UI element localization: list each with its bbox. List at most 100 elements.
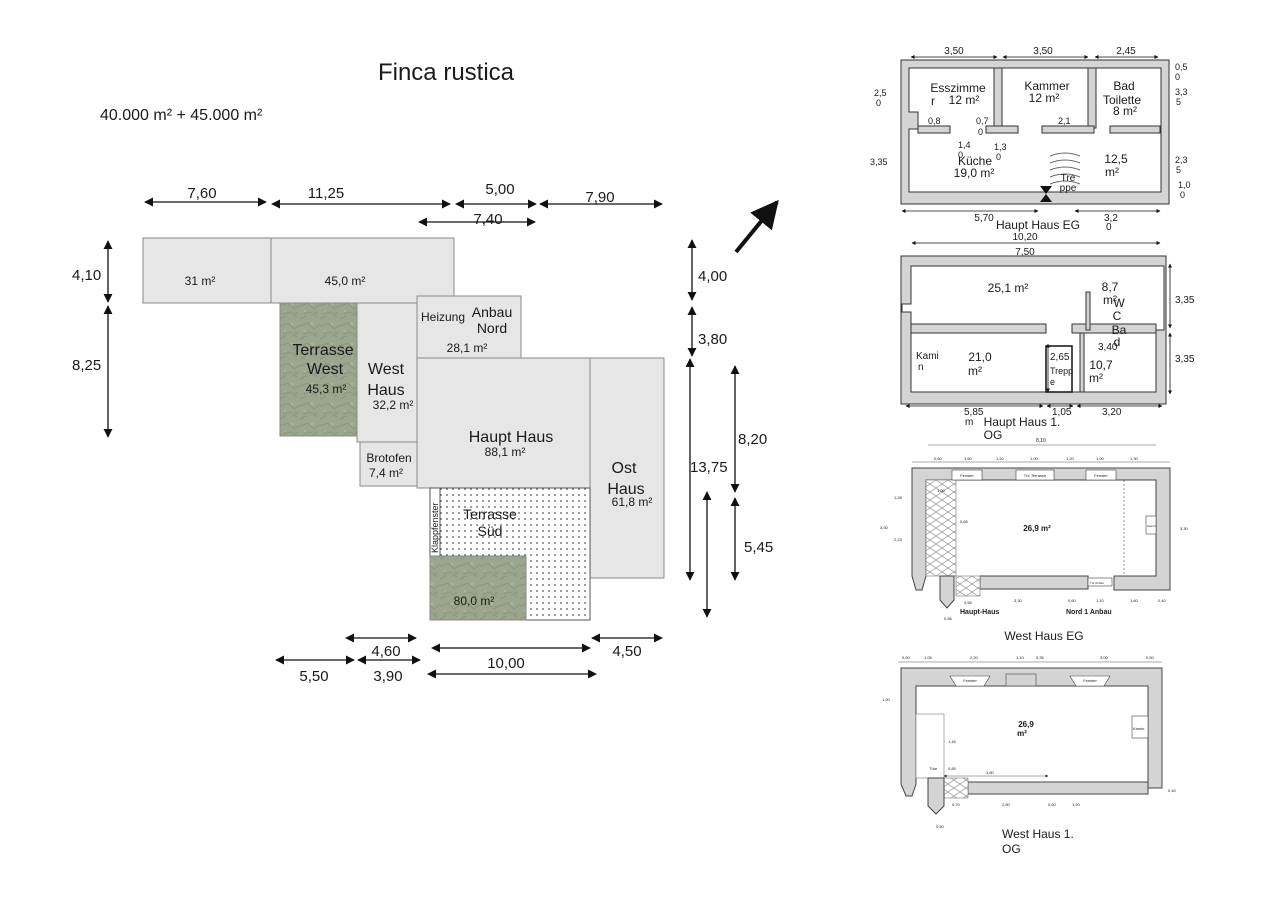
west-og-label-tuere: Türe <box>929 766 938 771</box>
label-terrasse-sued-1: Terrasse <box>463 506 517 522</box>
og-dim-320: 3,20 <box>1102 407 1122 418</box>
west-og-area-2: m² <box>1017 729 1027 738</box>
og-room-107-2: m² <box>1089 371 1103 385</box>
dim-top-740: 7,40 <box>473 211 502 228</box>
west-og-stair <box>915 713 945 779</box>
label-klappfenster: Klappfenster <box>430 502 440 553</box>
label-brotofen-area: 7,4 m² <box>369 466 403 480</box>
og-room-107-1: 10,7 <box>1089 358 1113 372</box>
west-og-window-2 <box>1069 675 1111 687</box>
west-eg-dim-100c: 1,00 <box>937 488 946 493</box>
west-eg-dim-330c: 3,30 <box>1014 598 1023 603</box>
haupt-haus <box>416 357 591 489</box>
dim-left-825: 8,25 <box>72 357 101 374</box>
west-eg-walls <box>911 467 1171 591</box>
dim-right-820: 8,20 <box>738 431 767 448</box>
og-dim-585: 5,85 <box>964 407 984 418</box>
west-eg-label-haupt: Haupt-Haus <box>960 609 999 616</box>
west-eg-dim-055: 0,55 <box>964 600 973 605</box>
dim-right-1375: 13,75 <box>690 459 728 476</box>
west-og-pillar <box>927 777 945 815</box>
west-og-dim-145: 1,45 <box>948 739 957 744</box>
west-eg-dim-120b: 1,20 <box>1066 456 1075 461</box>
eg-dim-23: 2,3 <box>1175 155 1188 165</box>
haupt-og-walls <box>900 255 1167 405</box>
eg-room125-2: m² <box>1105 165 1119 179</box>
west-eg-caption: West Haus EG <box>1004 629 1083 643</box>
og-kamin-2: n <box>918 362 924 373</box>
west-eg-label-nord: Nord 1 Anbau <box>1066 609 1112 616</box>
label-ost-haus-2: Haus <box>607 481 644 498</box>
west-eg-kamin-box <box>1145 515 1157 535</box>
og-dim-105: 1,05 <box>1052 407 1072 418</box>
og-room-210-1: 21,0 <box>968 350 992 364</box>
west-og-dim-280: 2,80 <box>1002 802 1011 807</box>
eg-dim-32: 3,2 <box>1104 213 1118 224</box>
label-area-80: 80,0 m² <box>454 594 495 608</box>
og-dim-m: m <box>965 417 973 428</box>
west-eg-stair-lower <box>955 575 981 597</box>
og-wc-2: C <box>1113 309 1122 323</box>
og-treppe-1: Trepp <box>1050 366 1073 376</box>
eg-caption: Haupt Haus EG <box>996 218 1080 232</box>
west-og-dim-100: 1,00 <box>882 697 891 702</box>
eg-dim-570: 5,70 <box>974 213 994 224</box>
og-dim-1020: 10,20 <box>1012 232 1037 243</box>
west-og-plan: 26,9 m² Fenster Fenster Kamin Türe 0,50 … <box>882 655 1177 856</box>
label-terrasse-west-1: Terrasse <box>292 342 353 359</box>
og-dim-340: 3,40 <box>1098 342 1118 353</box>
west-og-dim-105: 1,05 <box>924 655 933 660</box>
og-inner-wall-1 <box>910 323 1047 334</box>
label-anbau-1: Anbau <box>472 304 512 320</box>
plot-area: 40.000 m² + 45.000 m² <box>100 107 263 124</box>
haupt-eg-plan: 3,50 3,50 2,45 Esszimme r 12 m² Kammer 1… <box>870 46 1191 233</box>
brotofen <box>359 441 418 487</box>
west-eg-front-wall <box>979 575 1089 590</box>
label-terrasse-west-area: 45,3 m² <box>306 382 347 396</box>
label-heizung: Heizung <box>421 310 465 324</box>
eg-dim-10b: 0 <box>1180 190 1185 200</box>
west-eg-dim-060: 0,60 <box>934 456 943 461</box>
haupt-eg-inner-wall-1 <box>993 67 1003 127</box>
dim-bottom-390: 3,90 <box>373 668 402 685</box>
eg-dim-21: 2,1 <box>1058 116 1071 126</box>
west-eg-dim-040: 0,40 <box>1158 598 1167 603</box>
west-eg-plan: 8,10 26,9 m² Haupt-Haus Nord 1 Anbau Fen… <box>880 438 1189 643</box>
plan-title: Finca rustica <box>378 59 515 86</box>
west-og-dim-035: 0,35 <box>1036 655 1045 660</box>
west-eg-dim-060b: 0,60 <box>1068 598 1077 603</box>
eg-dim-10: 1,0 <box>1178 180 1191 190</box>
block-45 <box>270 237 455 304</box>
west-og-walls <box>900 667 1163 797</box>
eg-esszimmer-1: Esszimme <box>930 81 986 95</box>
west-og-dim-060: 0,60 <box>1048 802 1057 807</box>
west-og-center-box <box>1005 673 1037 687</box>
og-dim-265: 2,65 <box>1050 352 1070 363</box>
west-eg-pillar <box>939 575 955 609</box>
eg-bad-2: Toilette <box>1103 93 1141 107</box>
og-wc-3: Ba <box>1112 323 1127 337</box>
haupt-og-plan: 10,20 7,50 25,1 m² 8,7 m² W C Ba d Kami … <box>900 232 1195 442</box>
west-eg-dim-330a: 3,30 <box>880 525 889 530</box>
og-room-87-1: 8,7 <box>1102 280 1119 294</box>
eg-dim-14: 1,4 <box>958 140 971 150</box>
label-terrasse-west-2: West <box>307 361 344 378</box>
label-terrasse-sued-2: Süd <box>478 523 503 539</box>
west-eg-label-tuer-anbau: Tür Anbau <box>1090 581 1104 585</box>
eg-dim-07: 0,7 <box>976 116 989 126</box>
label-31: 31 m² <box>185 274 216 288</box>
og-stair-box <box>1045 345 1073 393</box>
west-eg-label-fenster-2: Fenster <box>1094 473 1108 478</box>
og-room-87-2: m² <box>1103 293 1117 307</box>
dim-right-400: 4,00 <box>698 268 727 285</box>
haupt-eg-inner-wall-3 <box>917 125 951 134</box>
west-eg-window-2 <box>1085 469 1117 481</box>
eg-dim-33: 3,3 <box>1175 87 1188 97</box>
dim-bottom-450: 4,50 <box>612 643 641 660</box>
dim-top-760: 7,60 <box>187 185 216 202</box>
haupt-eg-walls <box>900 59 1170 205</box>
west-og-dim-050c: 0,50 <box>936 824 945 829</box>
og-caption-2: OG <box>984 428 1003 442</box>
eg-kueche-2: 19,0 m² <box>954 166 995 180</box>
label-brotofen: Brotofen <box>366 451 411 465</box>
